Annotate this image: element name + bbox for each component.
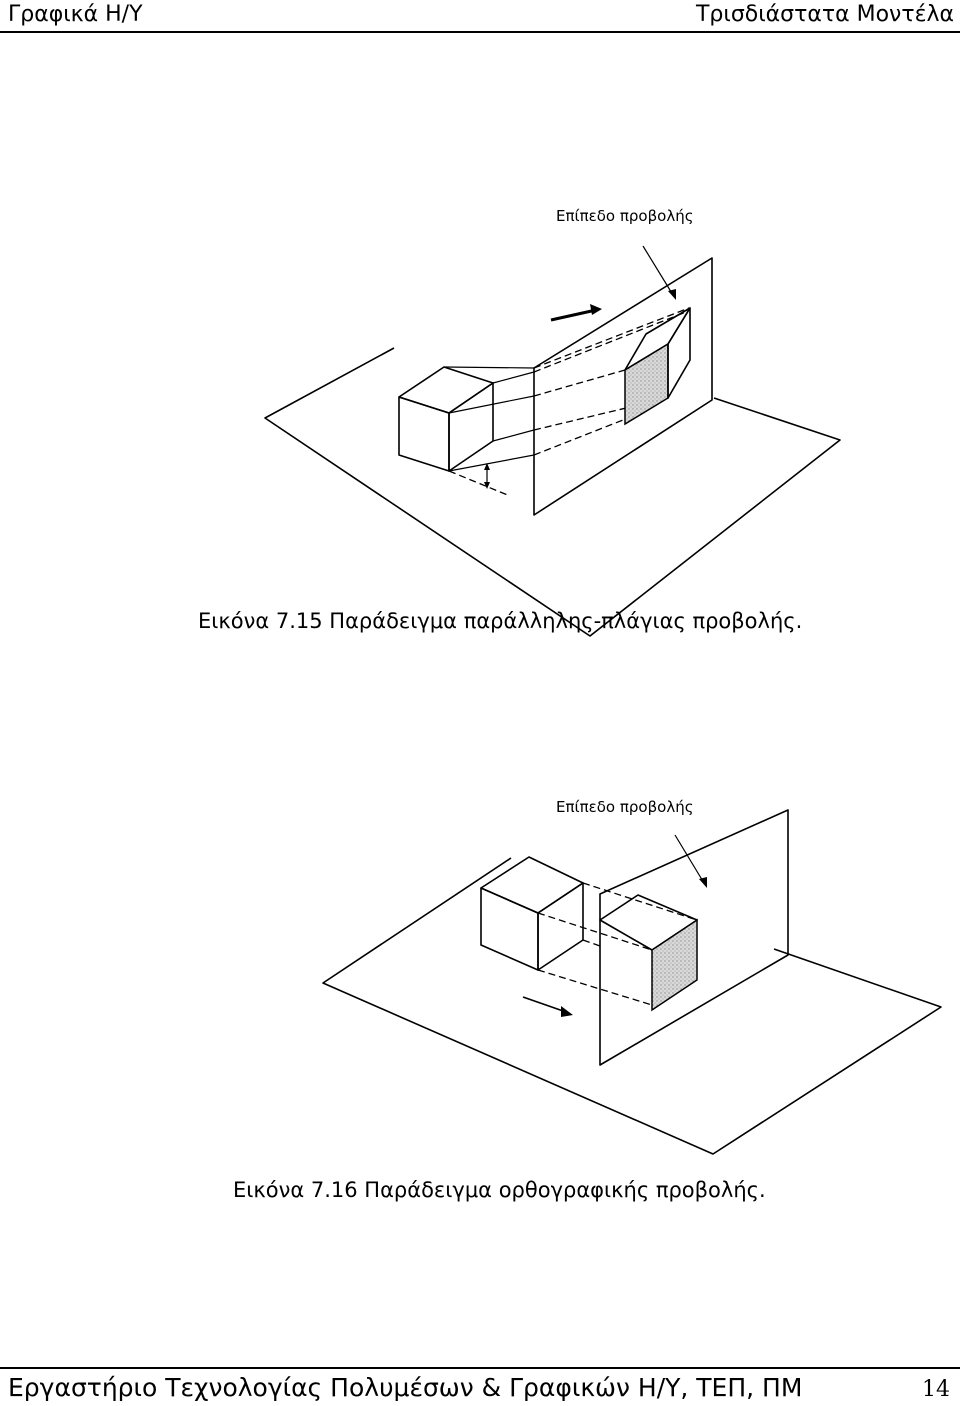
label-pointer-arrow — [642, 245, 676, 300]
projection-direction-arrow — [550, 304, 602, 322]
header-title-left: Γραφικά Η/Υ — [8, 2, 143, 27]
footer-rule — [0, 1367, 960, 1369]
ground-plane — [322, 857, 942, 1155]
ground-plane — [264, 347, 841, 637]
projector-lines — [443, 307, 690, 497]
figure-2-caption: Εικόνα 7.16 Παράδειγμα ορθογραφικής προβ… — [233, 1178, 766, 1202]
figure-2-label: Επίπεδο προβολής — [556, 798, 694, 816]
header-title-right: Τρισδιάστατα Μοντέλα — [695, 2, 954, 27]
projection-plane — [533, 257, 713, 516]
projection-direction-arrow — [522, 996, 573, 1017]
header-rule — [0, 31, 960, 33]
figure-oblique-projection — [264, 245, 841, 637]
figure-orthographic-projection — [322, 809, 942, 1155]
height-marker — [484, 463, 490, 489]
projection-plane — [599, 809, 789, 1066]
page-number: 14 — [922, 1377, 950, 1402]
projected-image — [599, 894, 698, 1012]
figure-1-caption: Εικόνα 7.15 Παράδειγμα παράλληλης-πλάγια… — [198, 609, 803, 633]
projector-lines — [537, 882, 698, 1006]
projected-image — [624, 307, 691, 426]
figure-1-label: Επίπεδο προβολής — [556, 207, 694, 225]
label-pointer-arrow — [674, 834, 707, 888]
object-cube — [480, 856, 584, 971]
footer-text: Εργαστήριο Τεχνολογίας Πολυμέσων & Γραφι… — [8, 1373, 803, 1402]
